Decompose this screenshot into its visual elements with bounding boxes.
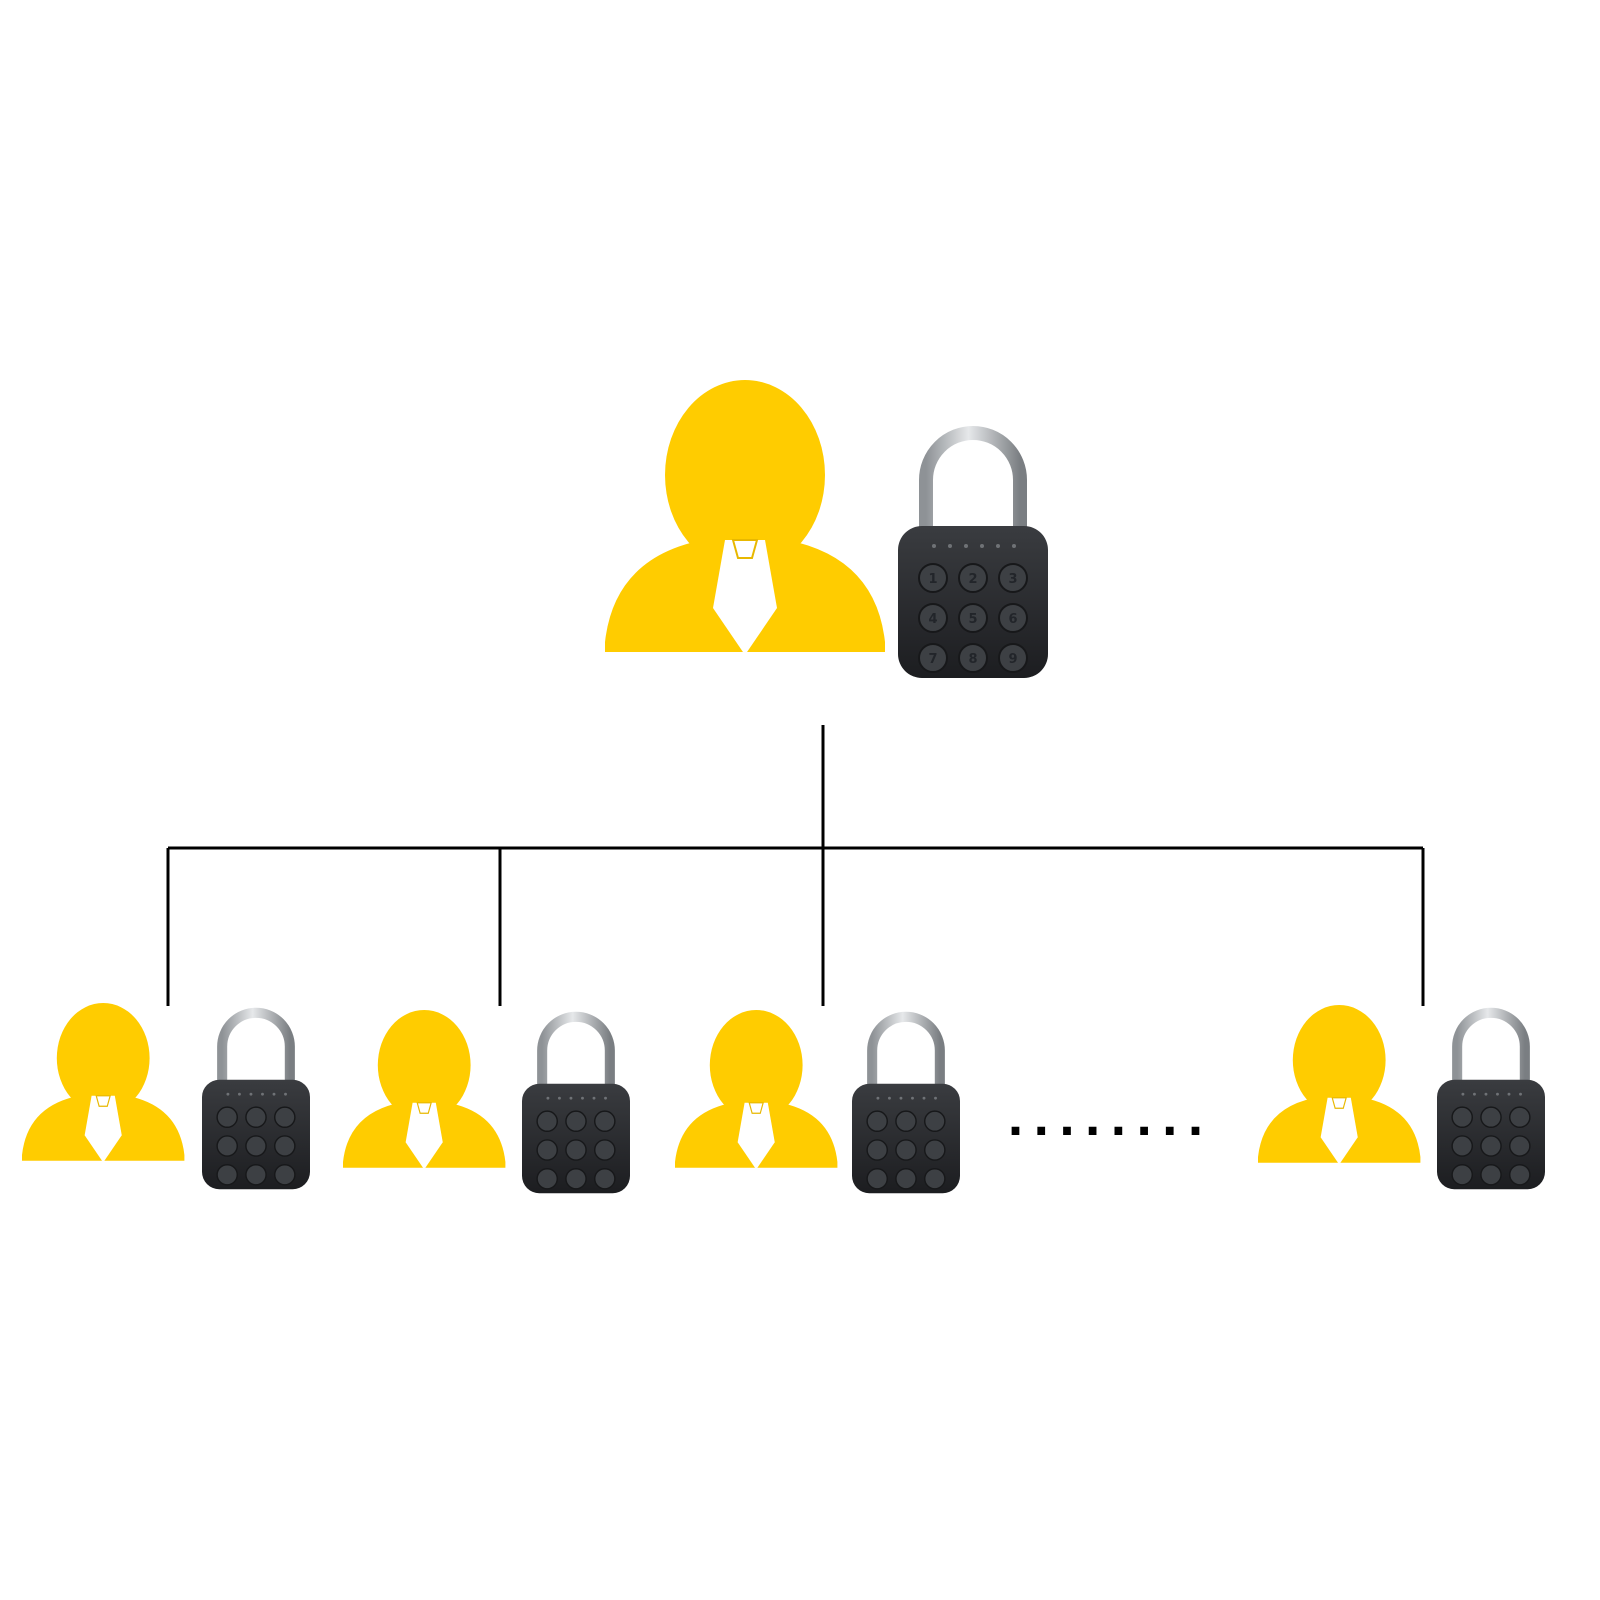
child-node: [1257, 1004, 1545, 1189]
keypad-digit: 2: [968, 572, 977, 587]
keypad-digit: 8: [968, 652, 977, 667]
connector-lines: [166, 725, 1425, 1006]
keypad-digit: 6: [1008, 612, 1017, 627]
padlock-icon: [1437, 1013, 1545, 1189]
keypad-digit: 9: [1008, 652, 1017, 667]
user-icon: [342, 1009, 506, 1171]
user-icon: [1257, 1004, 1421, 1166]
padlock-icon: [202, 1013, 310, 1189]
keypad-digit: 7: [928, 652, 937, 667]
user-icon: [21, 1002, 185, 1164]
keypad-digit: 1: [928, 572, 937, 587]
padlock-icon: [852, 1017, 960, 1193]
keypad-digit: 3: [1008, 572, 1017, 587]
child-node: [674, 1009, 960, 1193]
padlock-icon: [522, 1017, 630, 1193]
keypad-digit: 5: [968, 612, 977, 627]
child-node: [21, 1002, 310, 1189]
user-icon: [674, 1009, 838, 1171]
user-icon: [604, 379, 886, 656]
ellipsis: ........: [1007, 1095, 1213, 1146]
padlock-icon: 1 2 3 4 5 6 7 8 9: [898, 433, 1048, 678]
root-node: 1 2 3 4 5 6 7 8 9: [604, 379, 1048, 678]
child-node: [342, 1009, 630, 1193]
keypad-digit: 4: [928, 612, 937, 627]
